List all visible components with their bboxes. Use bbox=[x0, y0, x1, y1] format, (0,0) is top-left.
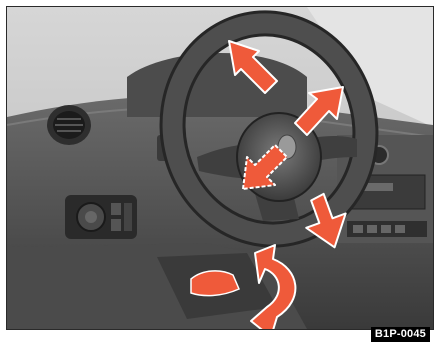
adjustment-lever bbox=[191, 271, 239, 296]
illustration-frame bbox=[6, 6, 434, 330]
steering-column-illustration bbox=[7, 7, 433, 329]
air-vent bbox=[47, 105, 91, 145]
light-switch-panel bbox=[65, 195, 137, 239]
figure-code-label: B1P-0045 bbox=[371, 327, 430, 342]
